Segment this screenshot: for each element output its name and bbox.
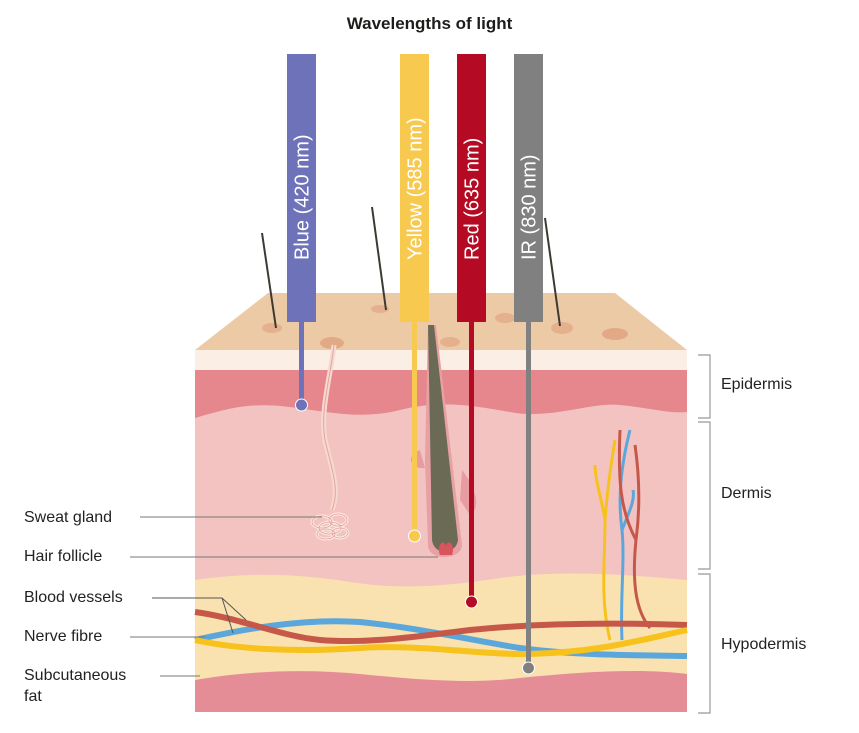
probe-red: Red (635 nm) [457,54,486,609]
deep-layer [195,671,687,712]
hair [261,232,277,329]
label-subcutaneous-line1: Subcutaneous [24,667,127,684]
probe-bar-red [457,54,486,322]
probe-yellow: Yellow (585 nm) [400,54,429,543]
probe-bar-ir [514,54,543,322]
label-hypodermis: Hypodermis [721,636,807,653]
artery-branch [617,429,638,541]
hair [544,217,561,327]
blood-vessel-artery [194,609,688,645]
pore [495,313,515,323]
probe-label-yellow: Yellow (585 nm) [405,117,427,260]
probe-label-blue: Blue (420 nm) [292,134,314,260]
nerve-fibre [194,627,688,658]
sweat-gland-duct-outline [323,344,336,511]
pore [602,328,628,340]
probe-blue: Blue (420 nm) [287,54,316,412]
bracket-dermis [698,421,711,570]
label-nerve-fibre: Nerve fibre [24,628,103,645]
stratum-layer [195,350,687,370]
probe-ir: IR (830 nm) [514,54,543,675]
nerve-branch [603,439,617,521]
bracket-hypodermis [698,573,711,714]
probe-bar-yellow [400,54,429,322]
nerve-branch [593,464,612,641]
pore [262,323,282,333]
pore [440,337,460,347]
pore [320,337,344,349]
diagram-title: Wavelengths of light [346,14,513,33]
skin-surface [195,293,687,350]
hair-shaft [428,325,458,552]
probe-tip-red [465,595,478,609]
label-subcutaneous-line2: fat [24,688,42,705]
probe-tip-ir [522,661,535,675]
pore [371,305,389,313]
leader-blood-vessels-2 [221,597,234,634]
label-subcutaneous-fat: Subcutaneous fat [24,665,126,707]
label-hair-follicle: Hair follicle [24,548,103,565]
probe-tip-yellow [408,529,421,543]
label-blood-vessels: Blood vessels [24,589,123,606]
pore [551,322,573,334]
vein-branch [620,489,635,531]
label-dermis: Dermis [721,485,772,502]
bracket-epidermis [698,354,711,419]
label-epidermis: Epidermis [721,376,793,393]
probe-label-red: Red (635 nm) [462,138,484,260]
label-sweat-gland: Sweat gland [24,509,113,526]
hair [371,206,387,311]
probe-label-ir: IR (830 nm) [519,154,541,260]
sweat-gland-coil-outline [311,513,349,540]
probe-tip-blue [295,398,308,412]
probe-bar-blue [287,54,316,322]
hair-papilla [438,542,454,555]
